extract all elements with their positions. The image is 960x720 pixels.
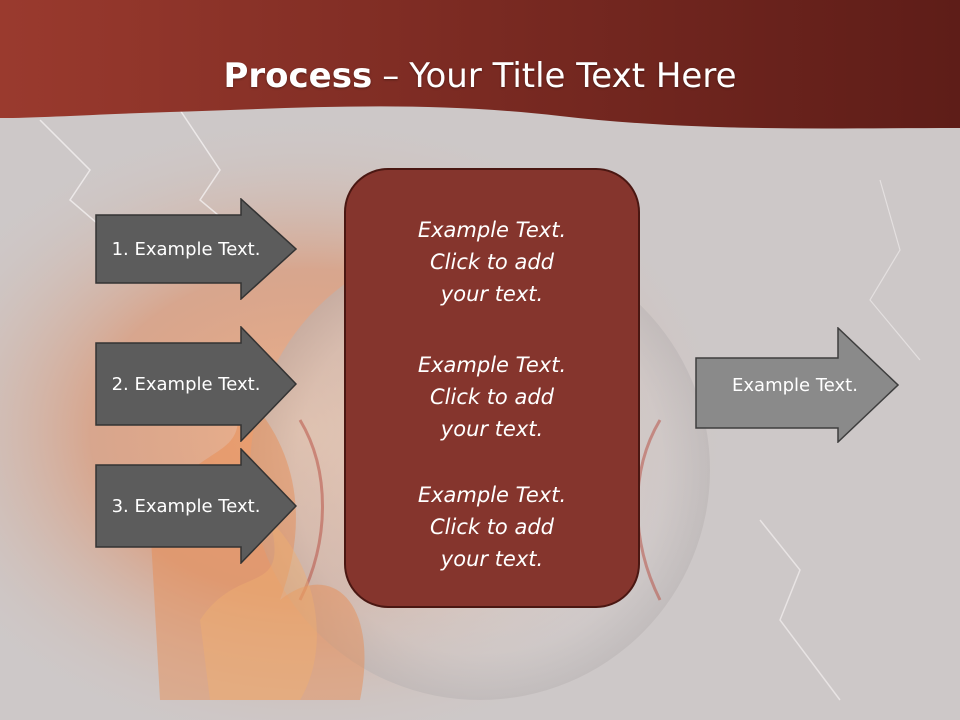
center-paragraph-line: your text.	[440, 282, 544, 306]
title-dash: –	[382, 56, 400, 96]
center-paragraph-3: Example Text. Click to add your text.	[346, 479, 638, 575]
process-step-2-label: 2. Example Text.	[111, 373, 261, 395]
process-step-1-label: 1. Example Text.	[111, 238, 261, 260]
result-arrow-label: Example Text.	[732, 374, 858, 396]
center-paragraph-line: your text.	[440, 547, 544, 571]
center-paragraph-line: Example Text.	[417, 483, 567, 507]
center-paragraph-line: your text.	[440, 417, 544, 441]
process-step-3-arrow[interactable]: 3. Example Text.	[95, 448, 297, 564]
center-paragraph-line: Click to add	[429, 385, 554, 409]
slide-title[interactable]: Process – Your Title Text Here	[0, 48, 960, 104]
center-text-box[interactable]: Example Text. Click to add your text. Ex…	[344, 168, 640, 608]
center-paragraph-1: Example Text. Click to add your text.	[346, 214, 638, 310]
process-step-2-arrow[interactable]: 2. Example Text.	[95, 326, 297, 442]
process-step-3-label: 3. Example Text.	[111, 495, 261, 517]
center-paragraph-line: Click to add	[429, 515, 554, 539]
arrow-right-icon	[95, 198, 297, 300]
process-step-1-arrow[interactable]: 1. Example Text.	[95, 198, 297, 300]
title-rest: Your Title Text Here	[409, 56, 737, 96]
arrow-right-icon	[95, 448, 297, 564]
center-paragraph-line: Click to add	[429, 250, 554, 274]
result-arrow[interactable]: Example Text.	[695, 327, 899, 443]
center-paragraph-2: Example Text. Click to add your text.	[346, 349, 638, 445]
arrow-right-icon	[95, 326, 297, 442]
center-paragraph-line: Example Text.	[417, 353, 567, 377]
title-bold: Process	[223, 56, 373, 96]
arrow-right-icon	[695, 327, 899, 443]
center-paragraph-line: Example Text.	[417, 218, 567, 242]
